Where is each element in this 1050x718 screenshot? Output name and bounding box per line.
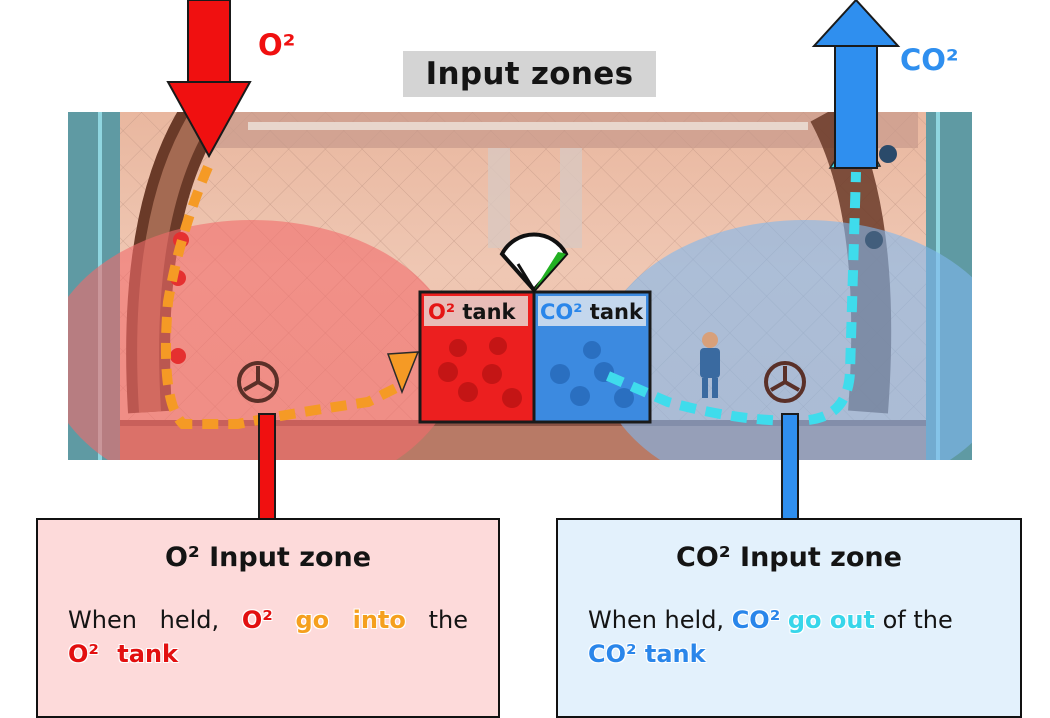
right-pipe-dot	[879, 145, 897, 163]
o2-input-zone-panel: O² Input zone When held, O² go into the …	[36, 518, 500, 718]
o2-desc-gas: O²	[241, 606, 273, 634]
co2-desc-gas: CO²	[731, 606, 781, 634]
arrow-down-icon	[166, 0, 252, 159]
co2-desc-action: go out	[787, 606, 875, 634]
o2-zone-description: When held, O² go into the O² tank	[68, 603, 468, 671]
pipe-left	[488, 148, 510, 248]
co2-arrow-label: CO²	[900, 43, 959, 77]
o2-desc-action: go into	[295, 606, 406, 634]
co2-desc-tank: CO² tank	[588, 640, 706, 668]
o2-tank-label-bg	[424, 296, 528, 326]
gauge-icon	[499, 232, 569, 294]
co2-desc-prefix: When held,	[588, 606, 732, 634]
o2-arrow-label: O²	[258, 28, 296, 62]
right-pipe-dot	[865, 231, 883, 249]
co2-desc-mid: of the	[874, 606, 953, 634]
fan-icon-right	[764, 361, 806, 403]
arrow-up-icon	[811, 0, 901, 169]
o2-desc-prefix: When held,	[68, 606, 242, 634]
o2-desc-tank: O² tank	[68, 640, 178, 668]
co2-tank-label-bg	[538, 296, 646, 326]
scene-svg: O² tank CO² tank	[68, 112, 972, 460]
co2-input-zone-panel: CO² Input zone When held, CO² go out of …	[556, 518, 1022, 718]
title-box: Input zones	[403, 51, 656, 97]
worker-icon	[700, 332, 720, 398]
o2-tank-label: O² tank	[428, 300, 517, 324]
page-title: Input zones	[425, 56, 634, 92]
left-pipe-dot	[170, 348, 186, 364]
o2-flow-arrowhead	[386, 351, 420, 395]
o2-zone-title: O² Input zone	[164, 542, 372, 573]
fan-icon-left	[237, 361, 279, 403]
pipe-right	[560, 148, 582, 248]
overlay-svg	[166, 0, 901, 521]
co2-tank-label: CO² tank	[540, 300, 644, 324]
co2-zone-connector	[781, 413, 799, 521]
game-scene: O² tank CO² tank	[68, 112, 972, 460]
o2-flow-path	[160, 165, 399, 429]
o2-desc-mid: the	[405, 606, 468, 634]
ceiling-pipe	[248, 122, 808, 130]
o2-zone-connector	[258, 413, 276, 521]
co2-zone-description: When held, CO² go out of the CO² tank	[588, 603, 990, 671]
co2-zone-title: CO² Input zone	[676, 542, 902, 573]
co2-input-zone	[598, 220, 972, 460]
